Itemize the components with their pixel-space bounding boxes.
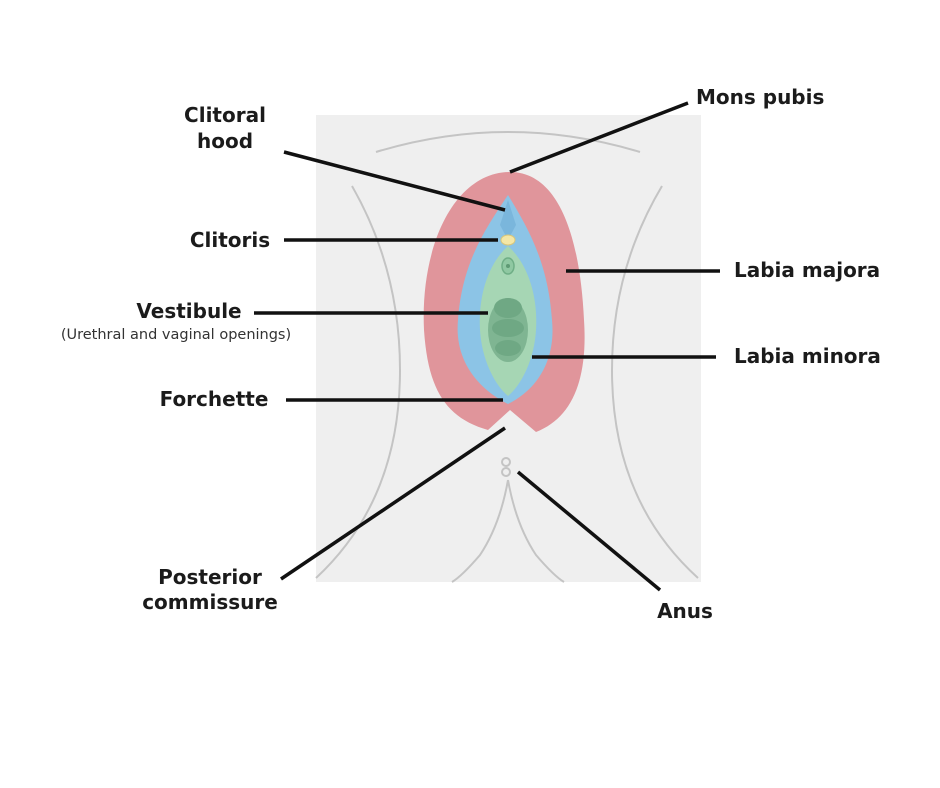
leader-line-posterior-commissure	[280, 426, 506, 581]
label-clitoral-hood-line2: hood	[197, 129, 253, 153]
label-mons-pubis: Mons pubis	[696, 85, 824, 109]
label-posterior-commissure-line1: Posterior	[158, 565, 262, 589]
label-posterior-commissure-line2: commissure	[142, 590, 278, 614]
leader-line-anus	[516, 470, 662, 592]
label-clitoris: Clitoris	[190, 228, 270, 252]
leader-line-mons-pubis	[509, 101, 689, 174]
label-labia-majora: Labia majora	[734, 258, 880, 282]
clitoris-shape	[500, 234, 516, 246]
label-vestibule-note: (Urethral and vaginal openings)	[61, 327, 291, 343]
anus-shape	[501, 457, 511, 477]
label-forchette: Forchette	[160, 387, 269, 411]
vaginal-opening	[488, 298, 528, 362]
label-labia-minora: Labia minora	[734, 344, 881, 368]
label-vestibule: Vestibule	[136, 299, 241, 323]
label-anus: Anus	[657, 599, 713, 623]
label-clitoral-hood-line1: Clitoral	[184, 103, 266, 127]
leader-line-clitoral-hood	[283, 150, 506, 212]
